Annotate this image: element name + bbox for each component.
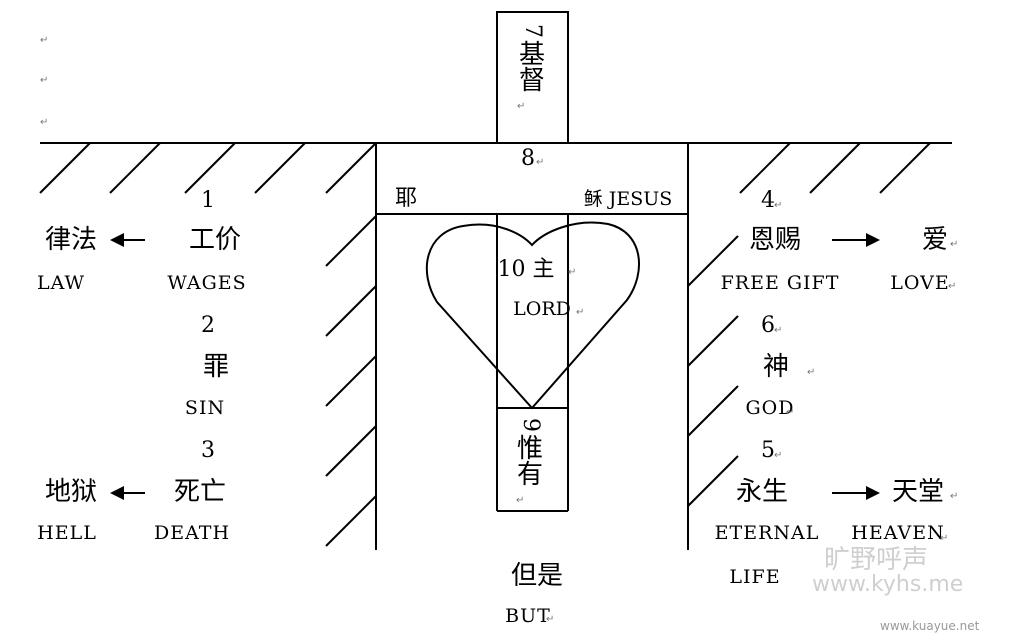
hatch <box>687 235 739 287</box>
hatch <box>39 142 91 194</box>
wages-cn: 工价 <box>188 225 242 255</box>
hatch <box>325 142 377 194</box>
arrowhead-left-icon <box>110 486 124 500</box>
heaven-en: HEAVEN <box>851 522 945 544</box>
paragraph-mark-icon: ↵ <box>948 281 957 292</box>
hatch <box>325 495 377 547</box>
cross-top-char-1: 基 <box>518 40 546 70</box>
sin-en: SIN <box>184 397 226 419</box>
hatch <box>109 142 161 194</box>
paragraph-mark-icon: ↵ <box>774 325 783 336</box>
life-cn: 永生 <box>735 477 789 507</box>
step-1-number: 1 <box>201 188 215 213</box>
hatch <box>325 425 377 477</box>
life-en-1: ETERNAL <box>714 522 820 544</box>
cross-top-char-2: 督 <box>518 66 546 96</box>
paragraph-mark-icon: ↵ <box>568 267 577 278</box>
death-cn: 死亡 <box>173 477 227 507</box>
heart-label: 10 主 <box>497 257 555 282</box>
heart-english: LORD <box>513 298 571 320</box>
cross-bottom-char-2: 有 <box>516 460 544 490</box>
wages-en: WAGES <box>167 272 247 294</box>
step-2-number: 2 <box>201 313 215 338</box>
but-cn: 但是 <box>510 561 564 591</box>
step-4-number: 4 <box>761 188 775 213</box>
life-en-2: LIFE <box>729 566 781 588</box>
hatch <box>809 142 861 194</box>
paragraph-mark-icon: ↵ <box>940 533 949 544</box>
paragraph-mark-icon: ↵ <box>950 239 959 250</box>
watermark-corner: www.kuayue.net <box>880 619 980 633</box>
cross-bottom-char-1: 惟 <box>516 434 544 464</box>
arrowhead-left-icon <box>110 233 124 247</box>
death-en: DEATH <box>153 522 231 544</box>
paragraph-mark-icon: ↵ <box>786 407 795 418</box>
paragraph-mark-icon: ↵ <box>40 117 49 128</box>
hatch <box>325 285 377 337</box>
watermark-brand: 旷野呼声 <box>824 545 929 575</box>
hatch <box>325 215 377 267</box>
watermark-url: www.kyhs.me <box>812 572 964 597</box>
paragraph-mark-icon: ↵ <box>546 614 555 625</box>
cross-top-number: 7 <box>520 23 545 38</box>
right-beam-label: 稣 JESUS <box>583 188 673 210</box>
cross-bottom-text: 9 惟 有 <box>517 414 543 488</box>
hatch <box>325 355 377 407</box>
sin-cn: 罪 <box>202 352 230 382</box>
love-en: LOVE <box>890 272 950 294</box>
law-en: LAW <box>36 272 86 294</box>
paragraph-mark-icon: ↵ <box>40 75 49 86</box>
god-cn: 神 <box>762 352 790 382</box>
left-beam-label: 耶 <box>394 186 418 211</box>
paragraph-mark-icon: ↵ <box>516 495 525 506</box>
hatch <box>687 315 739 367</box>
arrowhead-right-icon <box>866 486 880 500</box>
hell-cn: 地狱 <box>44 477 98 507</box>
step-5-number: 5 <box>761 438 775 463</box>
gift-cn: 恩赐 <box>748 225 802 255</box>
paragraph-mark-icon: ↵ <box>536 157 545 168</box>
hatch <box>739 142 791 194</box>
paragraph-mark-icon: ↵ <box>807 367 816 378</box>
step-6-number: 6 <box>761 313 775 338</box>
law-cn: 律法 <box>44 225 98 255</box>
paragraph-mark-icon: ↵ <box>576 307 585 318</box>
but-en: BUT <box>505 605 551 627</box>
arrowhead-right-icon <box>866 233 880 247</box>
cross-top-box <box>496 11 569 144</box>
hell-en: HELL <box>37 522 97 544</box>
cross-top-text: 7 基 督 <box>519 20 545 94</box>
paragraph-mark-icon: ↵ <box>774 200 783 211</box>
gift-en: FREE GIFT <box>720 272 840 294</box>
hatch <box>687 385 739 437</box>
bar-number: 8 <box>521 146 535 171</box>
hatch <box>687 455 739 507</box>
heart-shape <box>425 221 640 410</box>
step-3-number: 3 <box>201 438 215 463</box>
god-en: GOD <box>745 397 795 419</box>
paragraph-mark-icon: ↵ <box>774 450 783 461</box>
hatch <box>184 142 236 194</box>
hatch <box>254 142 306 194</box>
paragraph-mark-icon: ↵ <box>517 101 526 112</box>
cross-bottom-number: 9 <box>518 417 543 432</box>
love-cn: 爱 <box>921 225 949 255</box>
paragraph-mark-icon: ↵ <box>950 491 959 502</box>
heaven-cn: 天堂 <box>891 477 945 507</box>
paragraph-mark-icon: ↵ <box>40 35 49 46</box>
hatch <box>879 142 931 194</box>
